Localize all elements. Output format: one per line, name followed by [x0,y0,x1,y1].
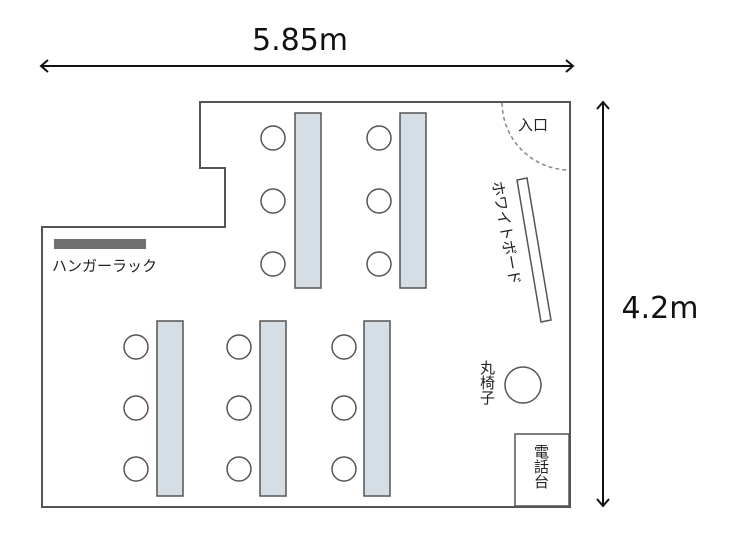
phone-stand-label: 電話台 [532,444,550,489]
entrance-label: 入口 [518,116,548,134]
chair [260,251,286,277]
round-chair-label: 丸椅子 [478,360,496,405]
chair [331,456,357,482]
chair [226,334,252,360]
chair [366,125,392,151]
chair [123,334,149,360]
round-chair [504,366,542,404]
chair [366,188,392,214]
hanger-rack-bar [54,239,146,249]
chair [366,251,392,277]
phone-stand [514,433,570,507]
chair [123,456,149,482]
height-dimension-label: 4.2m [622,291,699,326]
whiteboard [516,177,552,323]
hanger-rack-label: ハンガーラック [52,257,157,275]
chair [260,188,286,214]
chair [123,395,149,421]
table [399,112,427,289]
table [294,112,322,289]
chair [226,395,252,421]
table [156,320,184,497]
table [259,320,287,497]
chair [226,456,252,482]
chair [331,395,357,421]
chair [260,125,286,151]
width-dimension-label: 5.85m [252,23,348,58]
chair [331,334,357,360]
table [363,320,391,497]
entrance-door-swing [501,102,569,171]
